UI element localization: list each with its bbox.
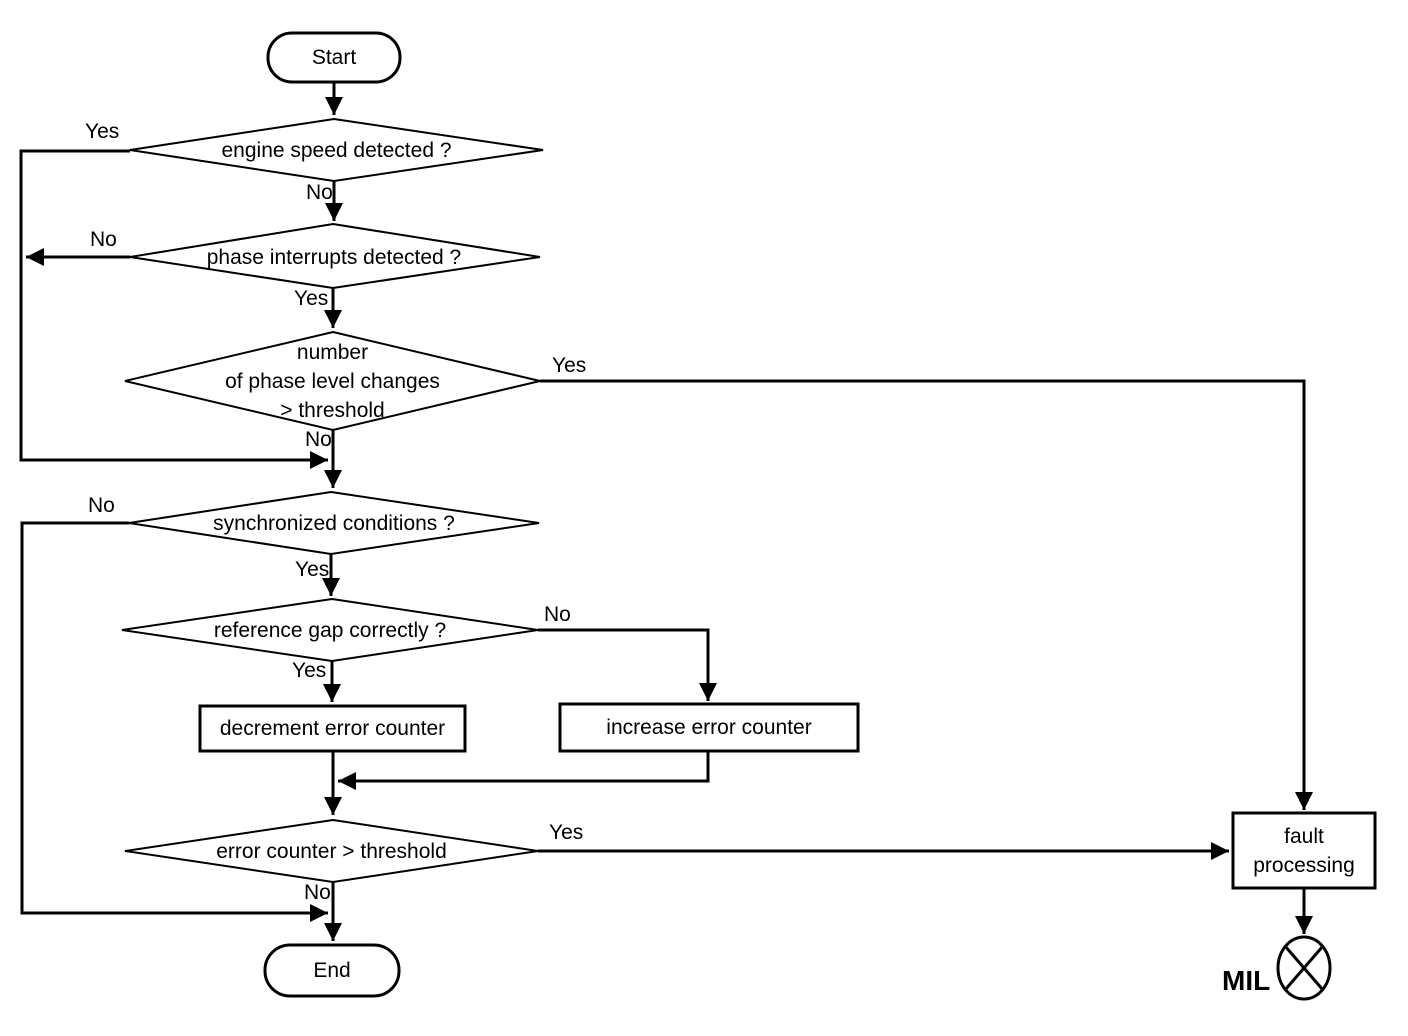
synchronized-label: synchronized conditions ? xyxy=(213,511,455,535)
edge-label-synchronized-yes: Yes xyxy=(295,558,330,581)
edge-label-phase-changes-no: No xyxy=(305,428,332,451)
mil-lamp-icon xyxy=(1276,935,1332,1001)
start-label: Start xyxy=(311,46,357,69)
edge-label-error-counter-no: No xyxy=(304,881,331,904)
synchronized-diamond xyxy=(128,490,540,556)
reference-gap-diamond xyxy=(121,597,539,663)
end-label: End xyxy=(313,959,351,982)
engine-speed-label: engine speed detected ? xyxy=(221,138,452,162)
edge-label-reference-gap-no: No xyxy=(544,603,571,626)
error-counter-label: error counter > threshold xyxy=(216,839,447,863)
edge-label-phase-interrupts-yes: Yes xyxy=(294,287,329,310)
edge-phase-changes-yes xyxy=(540,379,1313,810)
edge-label-engine-speed-yes: Yes xyxy=(85,120,120,143)
fault-processing-box xyxy=(1231,811,1377,890)
phase-interrupts-label: phase interrupts detected ? xyxy=(206,245,462,269)
end-terminator xyxy=(263,943,401,998)
edge-reference-gap-no xyxy=(538,628,717,701)
edge-label-phase-changes-yes: Yes xyxy=(552,354,587,377)
edge-label-synchronized-no: No xyxy=(88,494,115,517)
error-counter-diamond xyxy=(124,818,539,884)
edge-label-error-counter-yes: Yes xyxy=(549,821,584,844)
phase-changes-label: number of phase level changes > threshol… xyxy=(225,340,440,422)
increase-box xyxy=(558,702,860,753)
phase-interrupts-diamond xyxy=(129,222,541,290)
mil-label: MIL xyxy=(1222,965,1271,996)
decrement-box xyxy=(198,704,467,753)
engine-speed-diamond xyxy=(129,117,544,183)
edge-engine-speed-yes xyxy=(19,149,328,469)
start-terminator xyxy=(266,31,402,84)
edge-label-engine-speed-no: No xyxy=(306,181,333,204)
reference-gap-label: reference gap correctly ? xyxy=(213,618,447,642)
edge-label-phase-interrupts-no: No xyxy=(90,228,117,251)
decrement-label: decrement error counter xyxy=(219,717,446,740)
edge-increase-merge xyxy=(338,751,710,790)
edge-label-reference-gap-yes: Yes xyxy=(292,659,327,682)
edge-synchronized-no xyxy=(20,521,328,922)
phase-changes-diamond xyxy=(124,330,541,432)
fault-processing-label: fault processing xyxy=(1253,824,1355,877)
increase-label: increase error counter xyxy=(606,716,812,739)
